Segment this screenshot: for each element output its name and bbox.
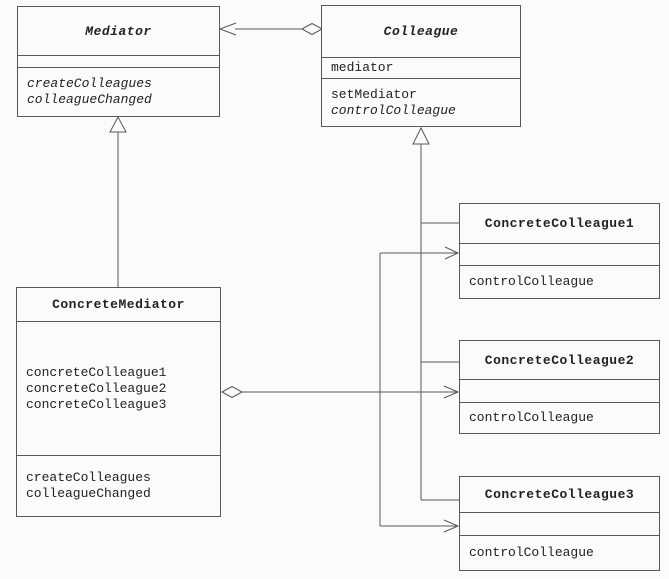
class-name-concrete-mediator: ConcreteMediator [52,297,185,312]
aggregation-colleague-to-mediator [218,22,324,36]
open-arrowhead-icon [443,385,460,399]
attributes-compartment: mediator [322,57,520,78]
class-box-mediator: Mediator createColleagues colleagueChang… [17,6,220,117]
attributes-compartment [460,379,659,402]
class-box-concrete-colleague1: ConcreteColleague1 controlColleague [459,203,660,299]
methods-compartment: controlColleague [460,265,659,298]
method-label: colleagueChanged [26,486,151,501]
inheritance-concretecolleagues-to-colleague [412,126,459,501]
class-box-concrete-mediator: ConcreteMediator concreteColleague1 conc… [16,287,221,517]
attributes-compartment [18,55,219,67]
method-label: controlColleague [469,545,594,560]
method-label: createColleagues [26,470,151,485]
method-label: setMediator [331,86,417,102]
inheritance-concretemediator-to-mediator [109,115,127,287]
open-arrowhead-icon [444,246,460,260]
method-label: controlColleague [331,102,456,118]
methods-compartment: createColleagues colleagueChanged [18,67,219,116]
attributes-compartment [460,512,659,535]
class-box-concrete-colleague3: ConcreteColleague3 controlColleague [459,476,660,571]
attribute-label: concreteColleague2 [26,380,167,396]
attribute-label: concreteColleague1 [26,364,167,380]
open-arrowhead-icon [218,22,237,36]
attributes-compartment [460,243,659,265]
attribute-label: mediator [331,60,394,75]
methods-compartment: setMediator controlColleague [322,78,520,126]
class-box-concrete-colleague2: ConcreteColleague2 controlColleague [459,340,660,434]
open-arrowhead-icon [443,519,460,533]
class-name-concrete-colleague3: ConcreteColleague3 [484,487,635,502]
class-name-mediator: Mediator [85,23,152,39]
inheritance-triangle-icon [412,126,430,145]
aggregation-diamond-icon [220,385,244,399]
methods-compartment: controlColleague [460,402,659,433]
attribute-label: concreteColleague3 [26,396,167,412]
methods-compartment: createColleagues colleagueChanged [17,455,220,516]
method-label: colleagueChanged [27,92,152,107]
aggregation-diamond-icon [300,22,324,36]
method-label: controlColleague [469,410,594,425]
methods-compartment: controlColleague [460,535,659,570]
method-label: createColleagues [27,76,152,91]
class-name-concrete-colleague1: ConcreteColleague1 [484,216,635,231]
method-label: controlColleague [469,274,594,289]
attributes-compartment: concreteColleague1 concreteColleague2 co… [17,321,220,455]
aggregation-concretemediator-to-concretecolleagues [220,246,460,533]
class-name-colleague: Colleague [383,24,459,39]
class-name-concrete-colleague2: ConcreteColleague2 [484,352,635,368]
inheritance-triangle-icon [109,115,127,133]
class-box-colleague: Colleague mediator setMediator controlCo… [321,5,521,127]
